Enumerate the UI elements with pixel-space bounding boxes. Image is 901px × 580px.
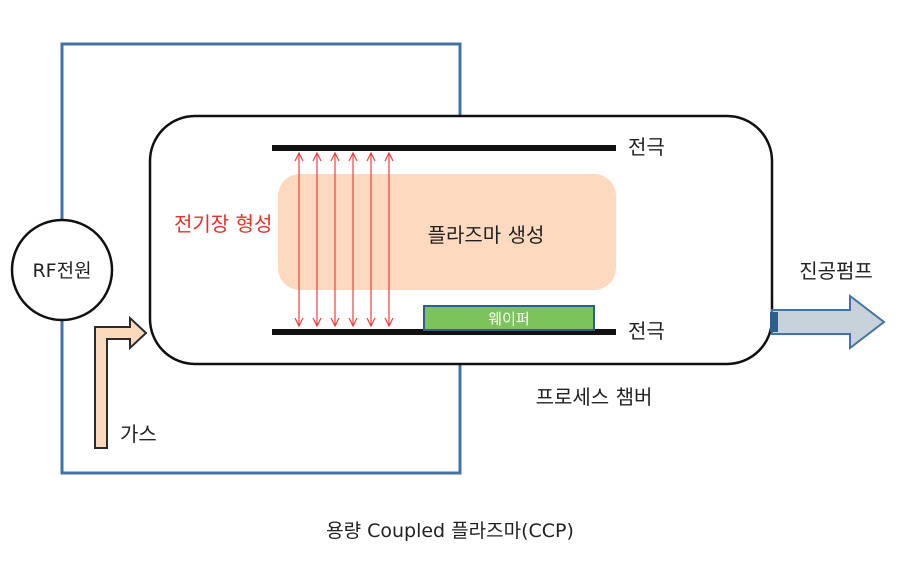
plasma-region: [278, 174, 616, 290]
field-arrow: [348, 151, 358, 328]
vacuum-pump-arrow: [771, 293, 886, 351]
field-arrow: [312, 151, 322, 328]
electric-field-arrows: [294, 151, 394, 328]
wafer: [423, 305, 595, 331]
electrode-top-label: 전극: [628, 135, 665, 159]
diagram-caption: 용량 Coupled 플라즈마(CCP): [326, 520, 574, 542]
gas-inlet-arrow: [94, 315, 148, 449]
plasma-label: 플라즈마 생성: [428, 223, 545, 247]
rf-source-label: RF전원: [32, 260, 91, 282]
field-arrow: [366, 151, 376, 328]
gas-label: 가스: [120, 422, 157, 446]
electrode-bottom-label: 전극: [628, 319, 665, 343]
field-arrow: [294, 151, 304, 328]
rf-wiring: [60, 42, 462, 475]
process-chamber-label: 프로세스 챔버: [536, 385, 653, 409]
pump-port: [770, 312, 778, 332]
field-arrow: [384, 151, 394, 328]
electric-field-label: 전기장 형성: [174, 212, 272, 236]
wire-top: [60, 42, 462, 222]
vacuum-pump-label: 진공펌프: [799, 259, 873, 283]
rf-source: [10, 218, 114, 322]
wire-bottom: [60, 318, 462, 475]
wafer-label: 웨이퍼: [488, 310, 529, 328]
field-arrow: [330, 151, 340, 328]
